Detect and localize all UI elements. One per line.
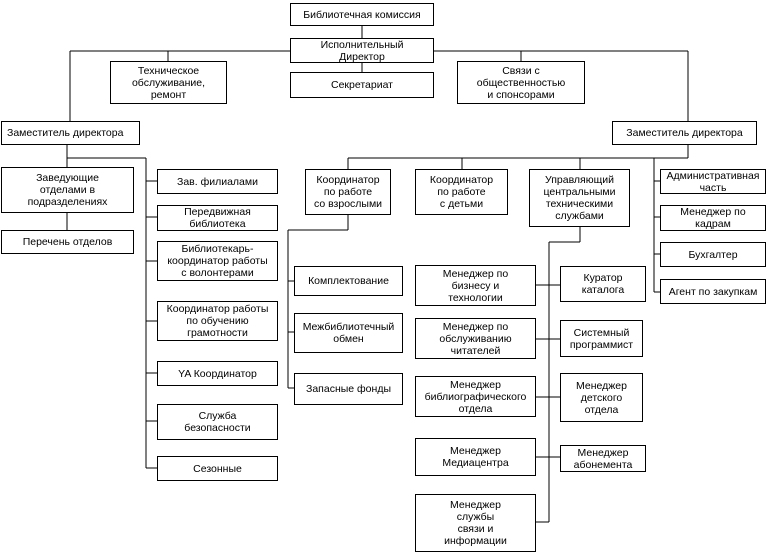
box-children-department-manager: Менеджер детского отдела bbox=[560, 373, 643, 422]
box-interlibrary-loan: Межбиблиотечный обмен bbox=[294, 313, 403, 353]
box-business-technology-manager: Менеджер по бизнесу и технологии bbox=[415, 265, 536, 306]
box-department-list: Перечень отделов bbox=[1, 230, 134, 254]
box-volunteer-coordinator: Библиотекарь- координатор работы с волон… bbox=[157, 241, 278, 281]
box-deputy-director-right: Заместитель директора bbox=[612, 121, 757, 145]
box-communication-info-manager: Менеджер службы связи и информации bbox=[415, 494, 536, 552]
box-ya-coordinator: YA Координатор bbox=[157, 361, 278, 386]
box-administrative-part: Административная часть bbox=[660, 169, 766, 194]
box-media-center-manager: Менеджер Медиацентра bbox=[415, 438, 536, 476]
box-security-service: Служба безопасности bbox=[157, 404, 278, 440]
box-circulation-manager: Менеджер абонемента bbox=[560, 445, 646, 472]
box-branch-heads: Зав. филиалами bbox=[157, 169, 278, 194]
box-reserve-collections: Запасные фонды bbox=[294, 373, 403, 405]
box-public-relations: Связи с общественностью и спонсорами bbox=[457, 61, 585, 104]
box-reader-services-manager: Менеджер по обслуживанию читателей bbox=[415, 318, 536, 359]
box-bibliographic-manager: Менеджер библиографического отдела bbox=[415, 376, 536, 417]
box-library-commission: Библиотечная комиссия bbox=[290, 3, 434, 26]
box-adult-coordinator: Координатор по работе со взрослыми bbox=[305, 169, 391, 215]
box-hr-manager: Менеджер по кадрам bbox=[660, 205, 766, 231]
box-executive-director: Исполнительный Директор bbox=[290, 38, 434, 63]
box-children-coordinator: Координатор по работе с детьми bbox=[415, 169, 508, 215]
box-procurement-agent: Агент по закупкам bbox=[660, 279, 766, 304]
box-seasonal: Сезонные bbox=[157, 456, 278, 481]
box-catalog-curator: Куратор каталога bbox=[560, 266, 646, 302]
box-acquisition: Комплектование bbox=[294, 266, 403, 296]
box-literacy-coordinator: Координатор работы по обучению грамотнос… bbox=[157, 301, 278, 341]
box-secretariat: Секретариат bbox=[290, 72, 434, 98]
box-technical-maintenance: Техническое обслуживание, ремонт bbox=[110, 61, 227, 104]
box-deputy-director-left: Заместитель директора bbox=[1, 121, 140, 145]
box-system-programmer: Системный программист bbox=[560, 320, 643, 357]
box-mobile-library: Передвижная библиотека bbox=[157, 205, 278, 231]
box-technical-services-manager: Управляющий центральными техническими сл… bbox=[529, 169, 630, 227]
box-department-heads: Заведующие отделами в подразделениях bbox=[1, 167, 134, 213]
box-accountant: Бухгалтер bbox=[660, 242, 766, 267]
